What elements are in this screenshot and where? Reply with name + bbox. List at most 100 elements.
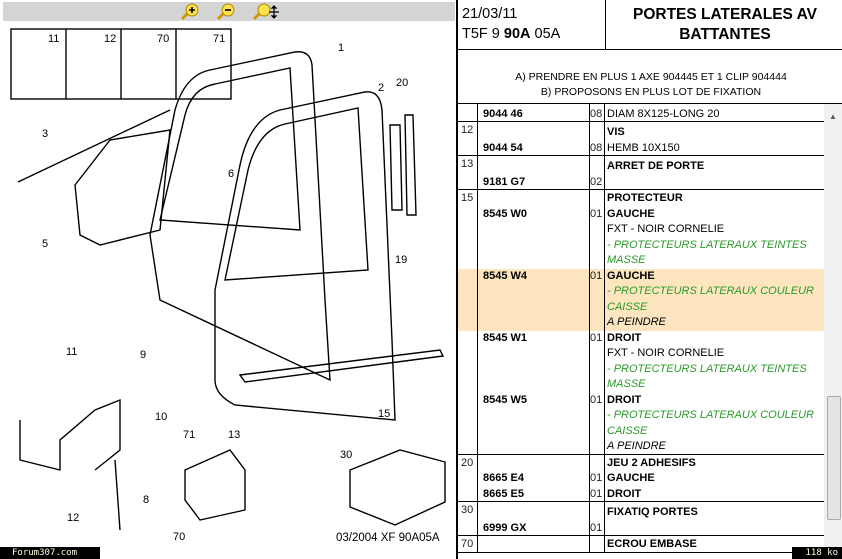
description: A PEINDRE [607,316,666,328]
part-reference[interactable]: 6999 GX [483,521,527,534]
zoom-out-icon[interactable] [215,3,237,21]
part-reference[interactable] [483,253,589,269]
part-reference[interactable] [483,315,589,331]
table-row[interactable]: 119044 4608VISDIAM 8X125-LONG 20 [458,104,824,122]
scrollbar[interactable]: ▲ [824,104,842,559]
part-reference[interactable] [483,284,589,300]
part-reference[interactable] [483,222,589,238]
quantity-column: 08 [590,122,605,155]
quantity: 02 [590,175,603,188]
scrollbar-thumb[interactable] [827,396,841,520]
part-reference[interactable] [483,424,589,440]
quantity [590,159,604,175]
part-reference[interactable]: 8545 W4 [483,269,528,282]
part-reference[interactable] [483,362,589,378]
description-column: VISDIAM 8X125-LONG 20 [605,104,824,121]
diagram-reference: 03/2004 XF 90A05A [336,532,440,545]
part-reference[interactable]: 8545 W5 [483,393,528,406]
item-number: 70 [458,536,478,552]
callout: 12 [104,33,116,45]
callout: 11 [48,33,59,45]
part-reference[interactable] [483,505,589,521]
callout: 6 [228,168,234,180]
quantity [590,346,604,362]
description: - PROTECTEURS LATERAUX TEINTES [607,362,807,375]
part-reference[interactable]: 8545 W1 [483,331,528,344]
part-reference[interactable] [483,125,589,141]
callout: 19 [395,254,407,266]
quantity [590,408,604,424]
quantity: 08 [590,141,603,154]
callout: 71 [183,429,195,441]
model-code: T5F 9 90A 05A [462,26,561,42]
description: DROIT [607,331,642,344]
row-highlight [458,268,824,331]
part-reference[interactable]: 9181 G7 [483,175,526,188]
quantity: 08 [590,107,603,120]
part-reference-column: 9181 G7 [478,156,590,189]
item-number: 30 [458,502,478,535]
part-reference[interactable]: 8665 E4 [483,472,524,484]
file-size: 118 ko [792,547,842,559]
item-number: 20 [458,454,478,501]
part-reference[interactable] [483,238,589,254]
description: FXT - NOIR CORNELIE [607,347,725,359]
scroll-up-icon[interactable]: ▲ [829,112,837,121]
description: - PROTECTEURS LATERAUX COULEUR [607,285,814,297]
date: 21/03/11 [462,6,518,22]
description: JEU 2 ADHESIFS [607,456,696,469]
part-reference[interactable] [483,439,589,455]
quantity [590,125,604,141]
callout: 20 [396,77,408,89]
part-reference[interactable]: 9044 46 [483,107,523,120]
part-reference[interactable] [483,456,589,472]
description-column: ECROU EMBASE [605,536,824,552]
part-reference[interactable] [483,191,589,207]
callout: 1 [338,42,344,54]
quantity-column: 02 [590,156,605,189]
table-row[interactable]: 70 ECROU EMBASE [458,536,824,553]
quantity [590,362,604,378]
callout: 11 [66,346,77,358]
part-reference[interactable] [483,377,589,393]
quantity: 01 [590,472,603,484]
description: FXT - NOIR CORNELIE [607,223,725,235]
zoom-in-icon[interactable] [179,3,201,21]
parts-header: 21/03/11 T5F 9 90A 05A PORTES LATERALES … [458,0,842,50]
callout: 30 [340,449,352,461]
quantity [590,238,604,254]
quantity [590,253,604,269]
description: MASSE [607,254,646,266]
part-reference[interactable] [483,159,589,175]
quantity [590,284,604,300]
pan-icon[interactable] [251,3,279,21]
description-column: ARRET DE PORTE [605,156,824,189]
quantity [590,377,604,393]
part-reference[interactable]: 8665 E5 [483,487,524,500]
callout: 9 [140,349,146,361]
callout: 5 [42,238,48,250]
notes: A) PRENDRE EN PLUS 1 AXE 904445 ET 1 CLI… [458,50,842,104]
part-reference[interactable] [483,537,589,553]
part-reference[interactable] [483,408,589,424]
part-reference[interactable]: 9044 54 [483,141,523,154]
part-reference[interactable] [483,300,589,316]
quantity: 01 [590,207,603,220]
callout: 3 [42,128,48,140]
part-reference-column: 8665 E4 8665 E5 [478,454,590,501]
part-reference[interactable] [483,346,589,362]
part-reference[interactable]: 8545 W0 [483,207,528,220]
part-reference-column [478,536,590,552]
quantity: 01 [590,393,603,406]
quantity [590,222,604,238]
description: GAUCHE [607,207,655,220]
